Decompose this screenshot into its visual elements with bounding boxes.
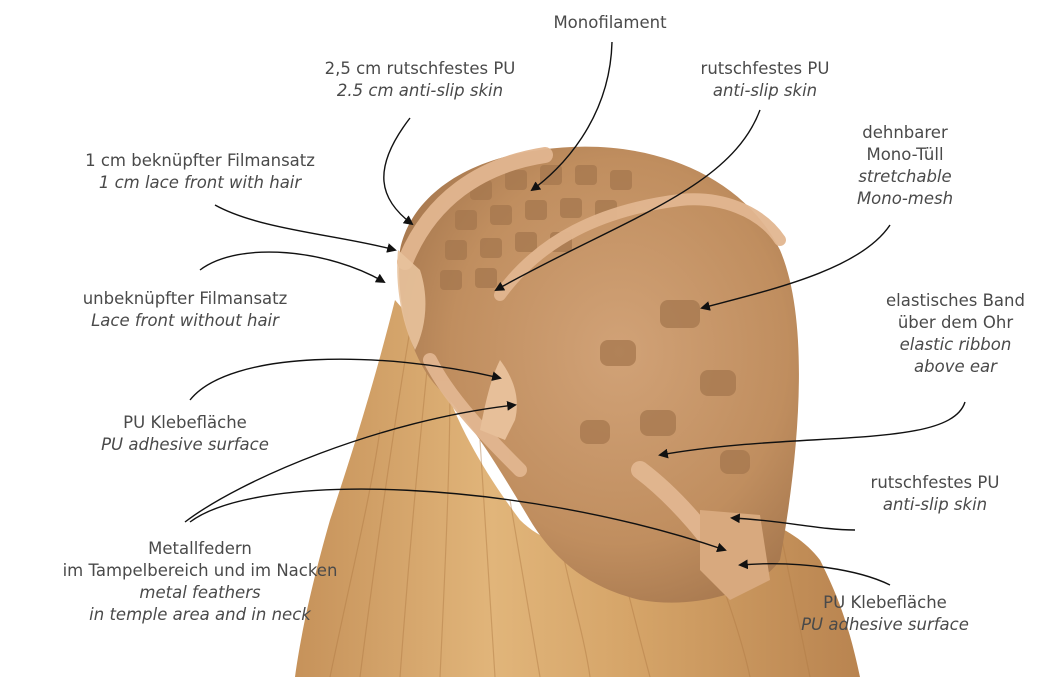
label-pu-adhesive-left-en: PU adhesive surface xyxy=(85,434,285,456)
label-metal-springs-de-2: im Tampelbereich und im Nacken xyxy=(30,560,370,582)
label-pu-adhesive-right: PU Klebefläche PU adhesive surface xyxy=(780,592,990,636)
label-antislip-25-en: 2.5 cm anti-slip skin xyxy=(300,80,540,102)
label-elastic-band: elastisches Band über dem Ohr elastic ri… xyxy=(868,290,1043,378)
label-pu-adhesive-right-de: PU Klebefläche xyxy=(780,592,990,614)
label-antislip-top: rutschfestes PU anti-slip skin xyxy=(680,58,850,102)
label-mono-tull-en-1: stretchable xyxy=(830,166,980,188)
arrow-lace-front-no-hair xyxy=(200,252,384,282)
label-antislip-top-de: rutschfestes PU xyxy=(680,58,850,80)
label-metal-springs: Metallfedern im Tampelbereich und im Nac… xyxy=(30,538,370,626)
label-mono-tull-de-2: Mono-Tüll xyxy=(830,144,980,166)
label-elastic-band-de-1: elastisches Band xyxy=(868,290,1043,312)
label-antislip-25-de: 2,5 cm rutschfestes PU xyxy=(300,58,540,80)
label-antislip-25: 2,5 cm rutschfestes PU 2.5 cm anti-slip … xyxy=(300,58,540,102)
label-antislip-top-en: anti-slip skin xyxy=(680,80,850,102)
arrow-antislip-25 xyxy=(384,118,412,224)
label-lace-front-hair-en: 1 cm lace front with hair xyxy=(55,172,345,194)
label-elastic-band-en-1: elastic ribbon xyxy=(868,334,1043,356)
label-metal-springs-en-2: in temple area and in neck xyxy=(30,604,370,626)
label-pu-adhesive-right-en: PU adhesive surface xyxy=(780,614,990,636)
label-elastic-band-en-2: above ear xyxy=(868,356,1043,378)
label-metal-springs-en-1: metal feathers xyxy=(30,582,370,604)
label-elastic-band-de-2: über dem Ohr xyxy=(868,312,1043,334)
label-mono-tull-de-1: dehnbarer xyxy=(830,122,980,144)
label-pu-adhesive-left-de: PU Klebefläche xyxy=(85,412,285,434)
label-antislip-bottom-en: anti-slip skin xyxy=(850,494,1020,516)
label-monofilament-de: Monofilament xyxy=(530,12,690,34)
label-monofilament: Monofilament xyxy=(530,12,690,34)
label-pu-adhesive-left: PU Klebefläche PU adhesive surface xyxy=(85,412,285,456)
label-mono-tull-en-2: Mono-mesh xyxy=(830,188,980,210)
label-antislip-bottom: rutschfestes PU anti-slip skin xyxy=(850,472,1020,516)
label-lace-front-hair-de: 1 cm beknüpfter Filmansatz xyxy=(55,150,345,172)
arrow-lace-front-hair xyxy=(215,205,395,250)
label-lace-front-no-hair: unbeknüpfter Filmansatz Lace front witho… xyxy=(50,288,320,332)
label-mono-tull: dehnbarer Mono-Tüll stretchable Mono-mes… xyxy=(830,122,980,210)
label-lace-front-no-hair-en: Lace front without hair xyxy=(50,310,320,332)
label-metal-springs-de-1: Metallfedern xyxy=(30,538,370,560)
label-lace-front-no-hair-de: unbeknüpfter Filmansatz xyxy=(50,288,320,310)
label-lace-front-hair: 1 cm beknüpfter Filmansatz 1 cm lace fro… xyxy=(55,150,345,194)
label-antislip-bottom-de: rutschfestes PU xyxy=(850,472,1020,494)
